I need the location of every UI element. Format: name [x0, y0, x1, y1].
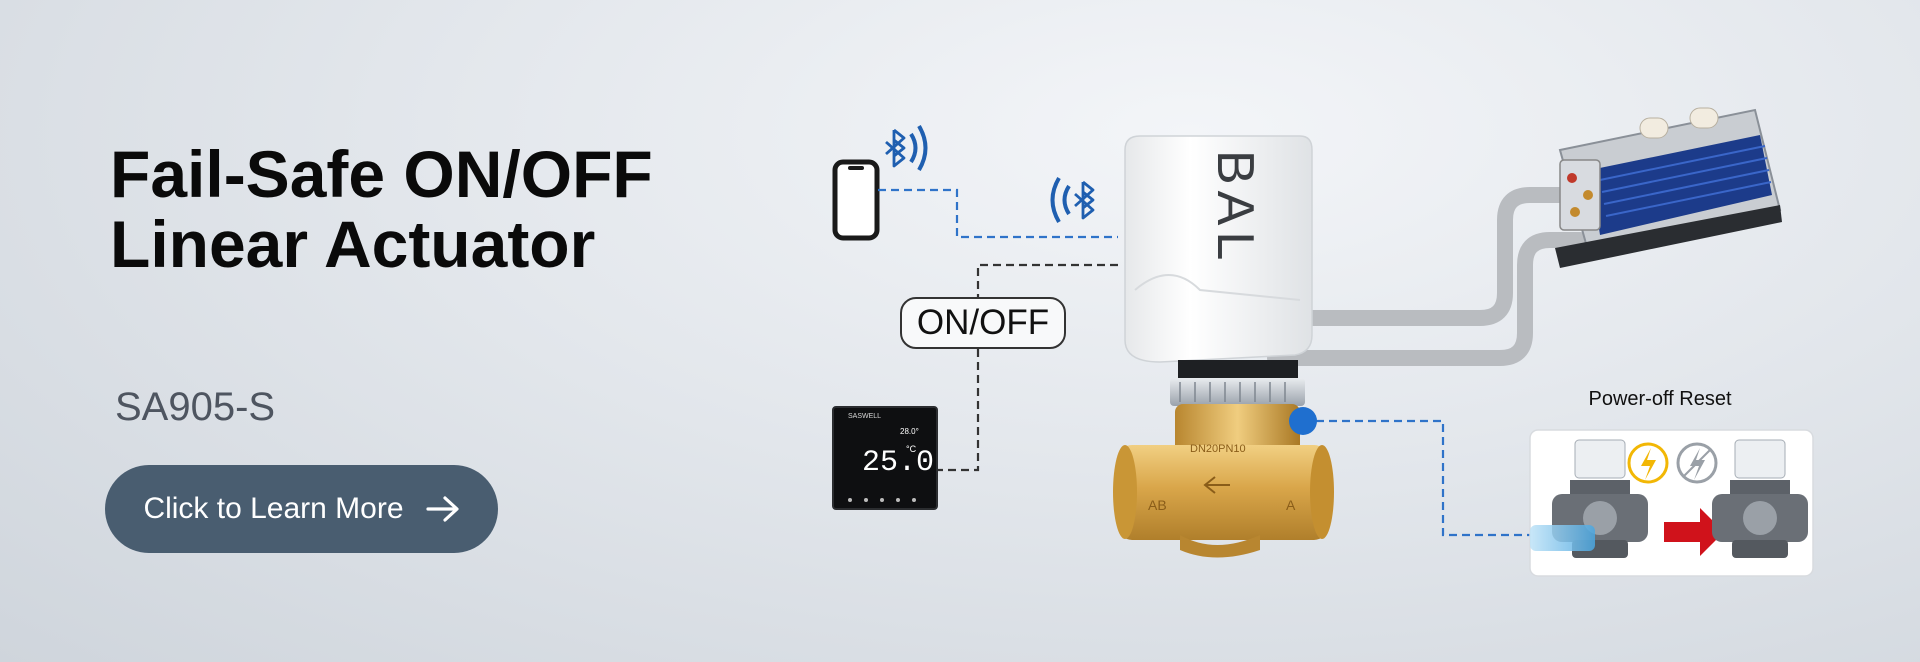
hero-title: Fail-Safe ON/OFF Linear Actuator	[110, 137, 730, 281]
pipe-lines	[1267, 187, 1588, 366]
thermostat-unit: °C	[906, 444, 917, 454]
bluetooth-icon	[885, 124, 928, 172]
power-off-reset-label: Power-off Reset	[1588, 388, 1732, 410]
brass-valve: DN20PN10 AB A	[1113, 404, 1334, 558]
thermostat-temperature: 25.0	[862, 446, 934, 480]
learn-more-button[interactable]: Click to Learn More	[105, 465, 498, 553]
lightning-icon	[1627, 442, 1669, 484]
actuator: BAL	[1124, 135, 1313, 406]
phone-icon	[832, 159, 880, 241]
valve-port-ab: AB	[1148, 497, 1167, 513]
hero-title-line-2: Linear Actuator	[110, 206, 596, 281]
hero-title-line-1: Fail-Safe ON/OFF	[110, 137, 653, 211]
valve-right	[1712, 439, 1808, 558]
learn-more-label: Click to Learn More	[143, 492, 404, 525]
indicator-dot	[1289, 407, 1317, 435]
model-number: SA905-S	[115, 385, 276, 429]
lightning-icon	[1676, 442, 1718, 484]
thermostat-setpoint: 28.0°	[900, 427, 919, 436]
thermostat-brand: SASWELL	[848, 413, 881, 420]
bluetooth-icon	[1050, 176, 1095, 224]
arrow-right-icon	[425, 496, 459, 522]
actuator-brand: BAL	[1206, 150, 1264, 266]
fan-coil-unit	[1555, 107, 1782, 268]
power-off-reset-panel	[1529, 429, 1814, 577]
connection-lines	[878, 188, 1530, 537]
valve-port-a: A	[1286, 497, 1296, 513]
on-off-label: ON/OFF	[900, 297, 1066, 349]
valve-marking: DN20PN10	[1190, 443, 1246, 455]
valve-left	[1530, 439, 1648, 558]
reset-arrow-icon	[1664, 508, 1724, 556]
thermostat-icon: SASWELL 28.0° 25.0 °C	[832, 406, 938, 510]
